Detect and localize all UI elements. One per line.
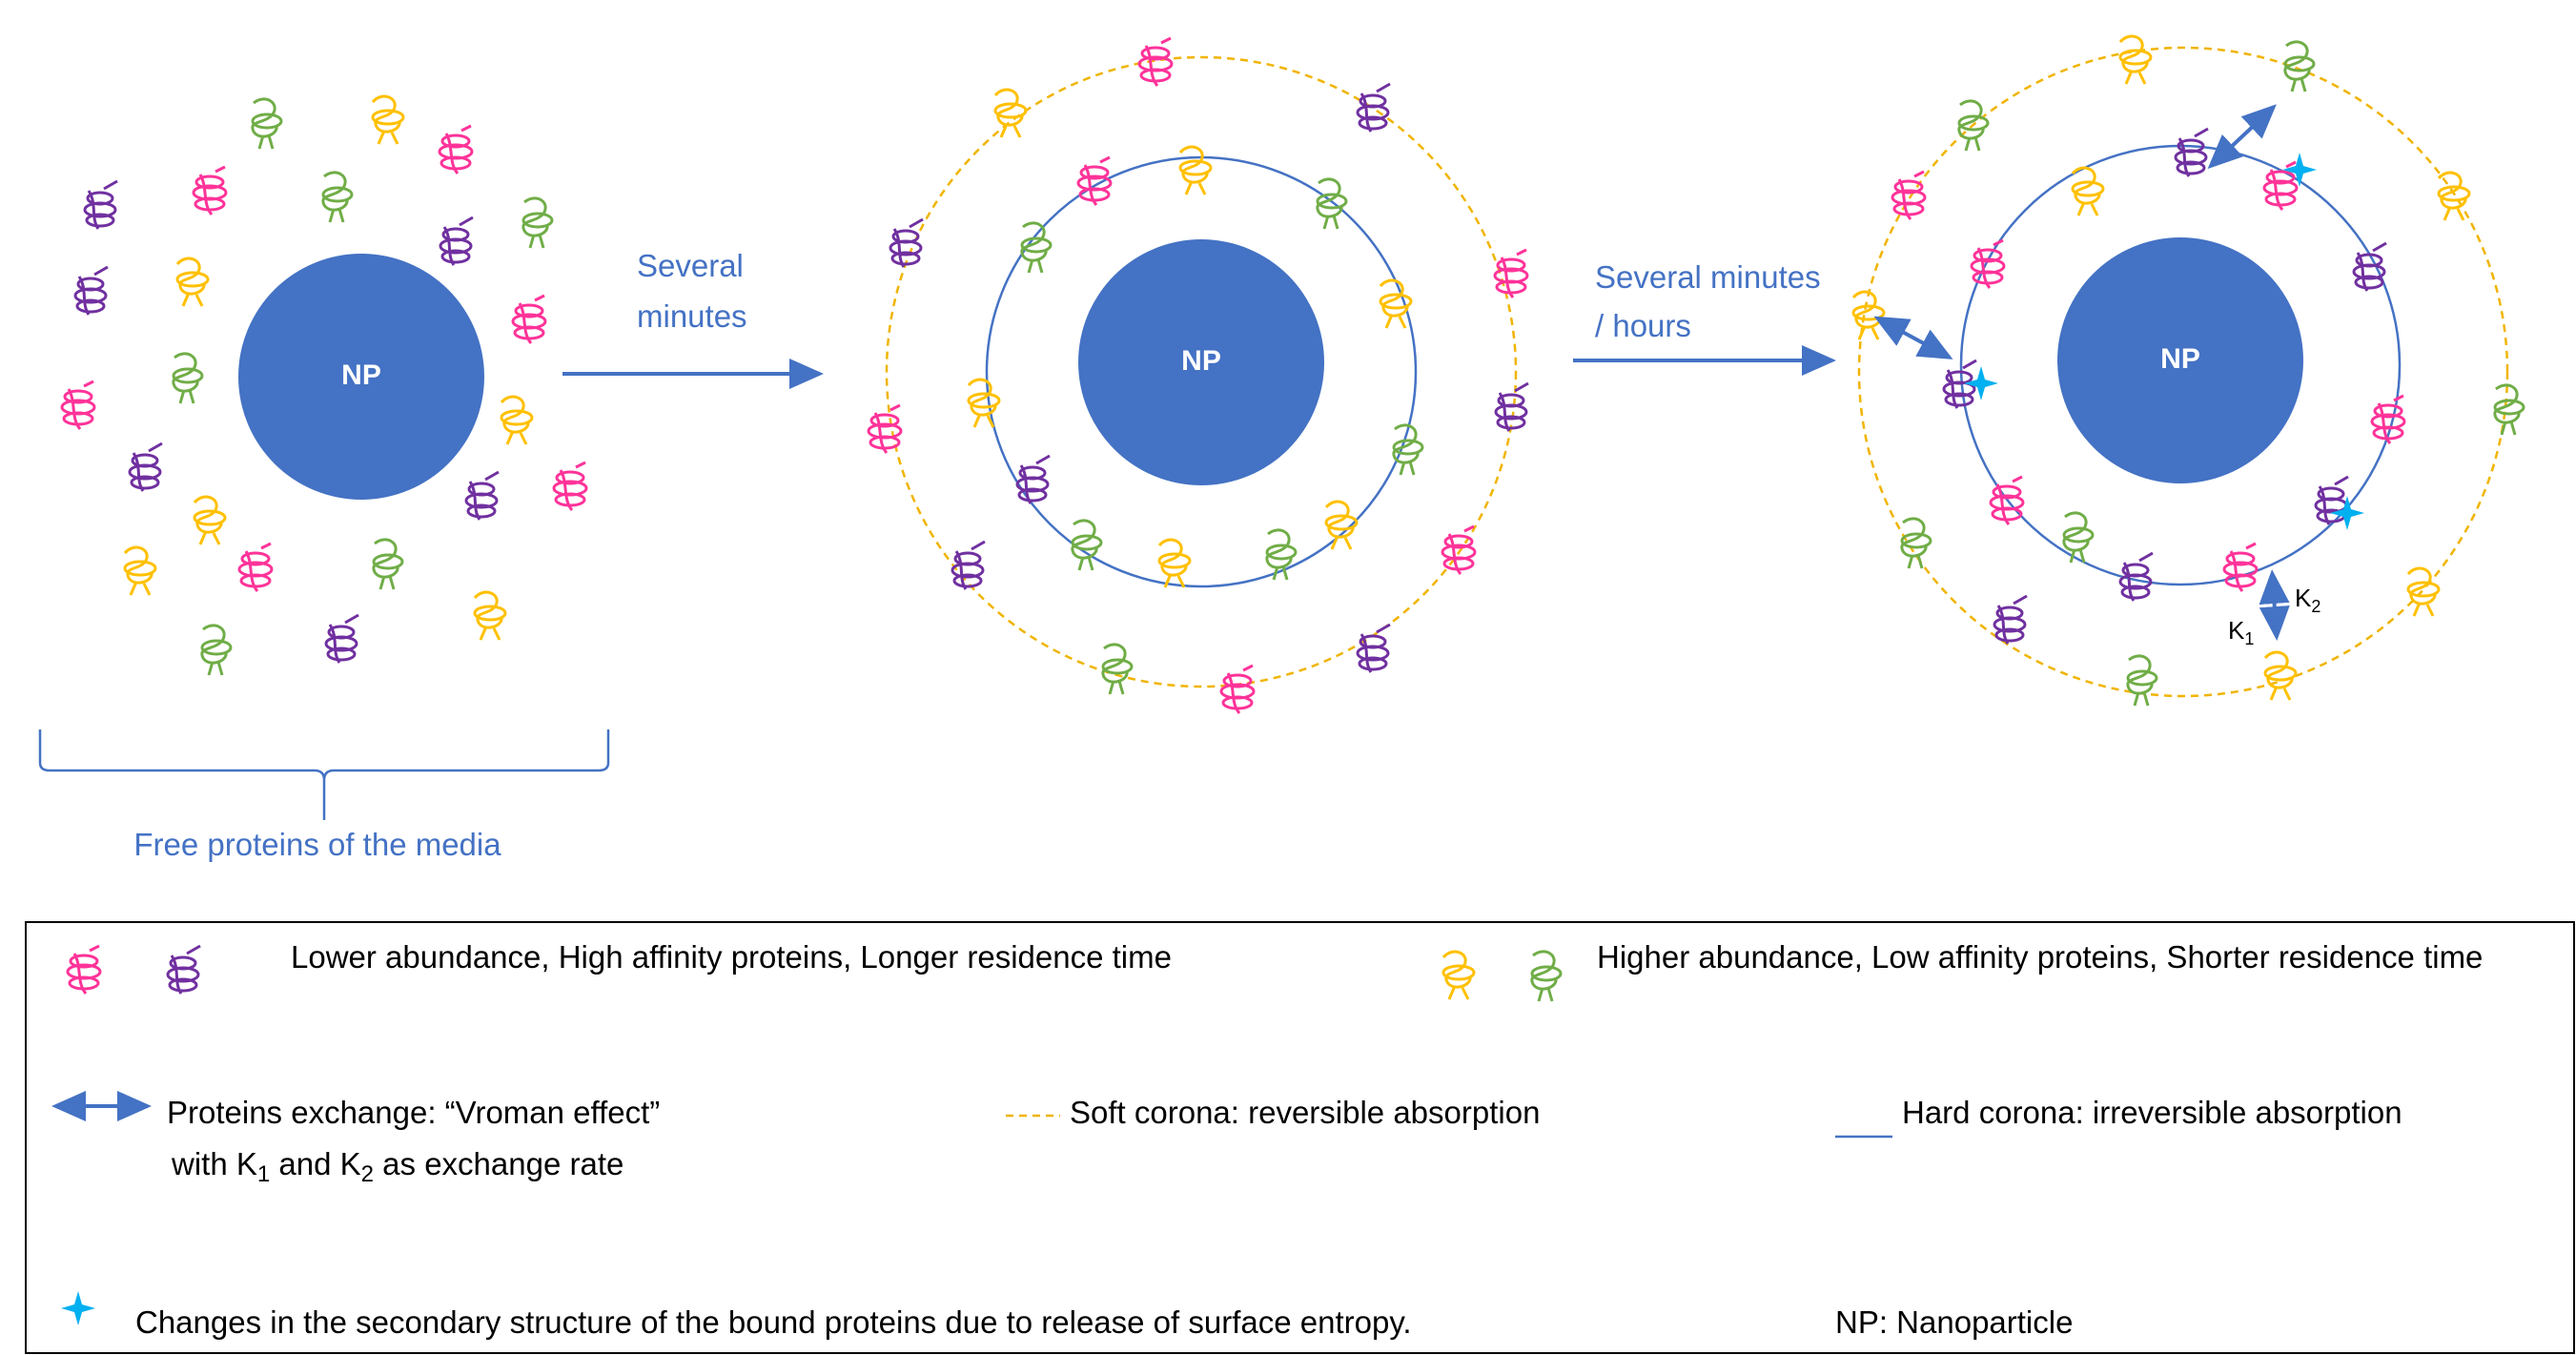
k1-label: K1 <box>2228 616 2254 648</box>
arrow-2-label-line1: Several minutes <box>1595 259 1821 295</box>
soft-corona-ring-2 <box>885 55 1518 688</box>
exchange-arrows <box>1873 104 2290 641</box>
hard-corona-ring-3 <box>1959 144 2402 586</box>
np-label-3: NP <box>2160 343 2200 375</box>
panel-corona-exchange: NP <box>1851 34 2525 708</box>
nanoparticle-3 <box>2057 237 2303 483</box>
np-label-2: NP <box>1181 345 1221 377</box>
free-proteins-label: Free proteins of the media <box>133 827 501 862</box>
legend-np-definition: NP: Nanoparticle <box>1835 1304 2073 1340</box>
np-label-1: NP <box>341 359 381 391</box>
free-proteins-brace <box>38 729 610 820</box>
arrow-1-group: Several minutes <box>562 248 824 389</box>
nanoparticle-2 <box>1078 239 1324 485</box>
legend-box <box>25 921 2575 1354</box>
legend-low-affinity: Higher abundance, Low affinity proteins,… <box>1597 939 2483 975</box>
panel-corona-forming: NP <box>867 36 1530 715</box>
legend: Lower abundance, High affinity proteins,… <box>25 921 2575 1354</box>
legend-high-affinity: Lower abundance, High affinity proteins,… <box>291 939 1172 975</box>
arrow-1-label-line2: minutes <box>637 298 747 334</box>
k2-label: K2 <box>2295 584 2320 616</box>
legend-structure-change: Changes in the secondary structure of th… <box>135 1304 1412 1340</box>
nanoparticle-1 <box>238 254 484 500</box>
legend-hard-corona: Hard corona: irreversible absorption <box>1902 1095 2402 1130</box>
arrow-2-group: Several minutes / hours <box>1573 259 1836 376</box>
legend-soft-corona: Soft corona: reversible absorption <box>1070 1095 1540 1130</box>
arrow-1-label-line1: Several <box>637 248 744 283</box>
panel-free-proteins: NP Free pro <box>38 94 610 862</box>
legend-exchange-line2: with K1 and K2 as exchange rate <box>171 1146 624 1187</box>
arrow-2-label-line2: / hours <box>1595 308 1691 343</box>
soft-corona-ring-3 <box>1857 46 2509 698</box>
legend-exchange-line1: Proteins exchange: “Vroman effect” <box>167 1095 660 1130</box>
